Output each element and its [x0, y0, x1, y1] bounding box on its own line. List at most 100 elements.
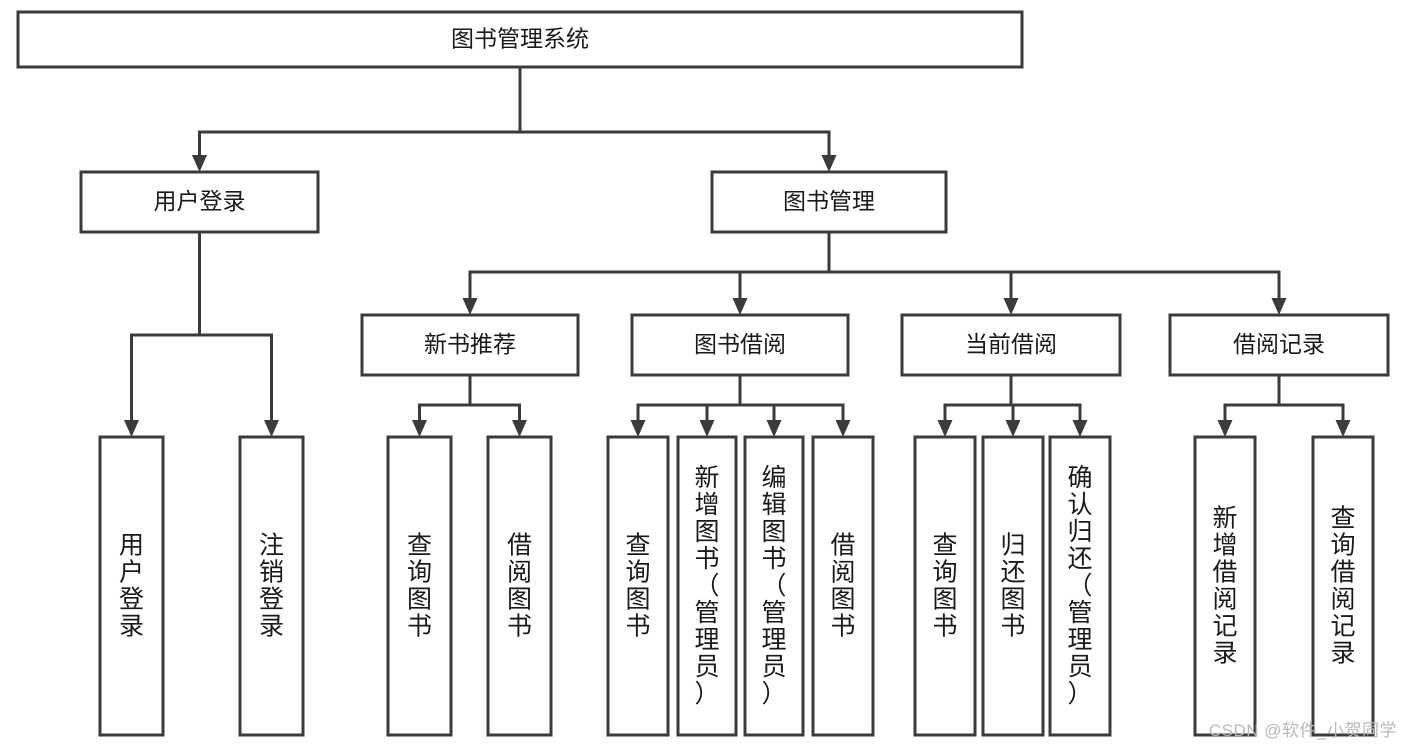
- node-label-char: 员: [1067, 653, 1092, 681]
- node-label-char: 询: [407, 559, 432, 587]
- node-box[interactable]: [743, 435, 805, 737]
- node-label-char: 认: [1067, 491, 1092, 519]
- node-box[interactable]: [386, 435, 453, 737]
- node-label: 图书管理: [783, 188, 875, 214]
- connector-run: [1011, 403, 1015, 420]
- connector-l2_3-to-leaf_11: [1217, 375, 1281, 437]
- node-box[interactable]: [900, 313, 1122, 377]
- node-label-char: 借: [507, 532, 532, 560]
- node-label-char: 编: [761, 464, 786, 492]
- node-label-char: 书: [694, 545, 719, 573]
- node-leaf_0[interactable]: 用户登录: [98, 435, 165, 737]
- node-box[interactable]: [1193, 435, 1257, 737]
- node-label-char: 书: [407, 613, 432, 641]
- node-label-char: 查: [1330, 505, 1355, 533]
- node-label-char: 图: [932, 586, 957, 614]
- node-label-char: 归: [1000, 532, 1025, 560]
- arrow-head-icon: [630, 420, 646, 437]
- node-box[interactable]: [238, 435, 305, 737]
- node-label-char: （: [761, 572, 786, 600]
- node-label-char: 管: [761, 599, 786, 627]
- node-box[interactable]: [1311, 435, 1375, 737]
- arrow-head-icon: [699, 420, 715, 437]
- node-label-char: 登: [259, 586, 284, 614]
- node-label-char: 查: [407, 532, 432, 560]
- node-box[interactable]: [606, 435, 670, 737]
- node-label-char: 销: [259, 559, 284, 587]
- node-label-char: 记: [1330, 613, 1355, 641]
- node-l1_0[interactable]: 用户登录: [79, 170, 320, 234]
- node-box[interactable]: [710, 170, 948, 234]
- arrow-head-icon: [1271, 298, 1287, 315]
- node-label: 当前借阅: [965, 331, 1057, 357]
- node-box[interactable]: [913, 435, 977, 737]
- node-l2_0[interactable]: 新书推荐: [360, 313, 580, 377]
- node-box[interactable]: [811, 435, 875, 737]
- connector-run: [829, 270, 1013, 298]
- node-l1_1[interactable]: 图书管理: [710, 170, 948, 234]
- connector-l2_0-to-leaf_3: [468, 375, 527, 437]
- node-label-char: ）: [1067, 680, 1092, 708]
- node-label-char: 新: [1212, 505, 1237, 533]
- connector-l2_1-to-leaf_7: [738, 375, 851, 437]
- connector-l1_1-to-l2_3: [827, 232, 1287, 315]
- arrow-head-icon: [937, 420, 953, 437]
- connector-run: [740, 403, 776, 420]
- arrow-head-icon: [1072, 420, 1088, 437]
- node-box[interactable]: [360, 313, 580, 377]
- node-box[interactable]: [486, 435, 553, 737]
- node-label-char: 图: [625, 586, 650, 614]
- node-label-char: 图: [407, 586, 432, 614]
- node-box[interactable]: [1168, 313, 1390, 377]
- node-root[interactable]: 图书管理系统: [16, 10, 1024, 69]
- node-box[interactable]: [98, 435, 165, 737]
- node-l2_3[interactable]: 借阅记录: [1168, 313, 1390, 377]
- node-label-char: 书: [1000, 613, 1025, 641]
- node-label-char: 图: [694, 518, 719, 546]
- arrow-head-icon: [264, 420, 279, 437]
- node-label-char: 图: [1000, 586, 1025, 614]
- node-l2_1[interactable]: 图书借阅: [630, 313, 850, 377]
- arrow-head-icon: [462, 298, 478, 315]
- node-label-char: 管: [1067, 599, 1092, 627]
- node-box[interactable]: [676, 435, 738, 737]
- connector-run: [199, 333, 273, 420]
- node-label-char: 阅: [830, 559, 855, 587]
- node-label-char: （: [694, 572, 719, 600]
- node-box[interactable]: [79, 170, 320, 234]
- connector-run: [470, 403, 521, 420]
- node-label-char: 书: [932, 613, 957, 641]
- connector-run: [468, 270, 829, 298]
- connector-l1_0-to-leaf_0: [124, 232, 201, 437]
- node-label: 图书管理系统: [451, 26, 589, 52]
- node-label-char: 户: [119, 559, 144, 587]
- node-label-char: （: [1067, 572, 1092, 600]
- arrow-head-icon: [512, 420, 527, 437]
- node-box[interactable]: [630, 313, 850, 377]
- node-box[interactable]: [16, 10, 1024, 69]
- node-label-char: 记: [1212, 613, 1237, 641]
- node-box[interactable]: [1048, 435, 1112, 737]
- connector-run: [198, 130, 520, 155]
- node-label-char: 查: [932, 532, 957, 560]
- node-box[interactable]: [981, 435, 1045, 737]
- node-label-char: 确: [1067, 464, 1092, 492]
- node-label-char: 借: [830, 532, 855, 560]
- arrow-head-icon: [1005, 420, 1021, 437]
- node-l2_2[interactable]: 当前借阅: [900, 313, 1122, 377]
- node-label-char: 理: [761, 626, 786, 654]
- connector-run: [130, 333, 200, 420]
- node-label-char: 理: [694, 626, 719, 654]
